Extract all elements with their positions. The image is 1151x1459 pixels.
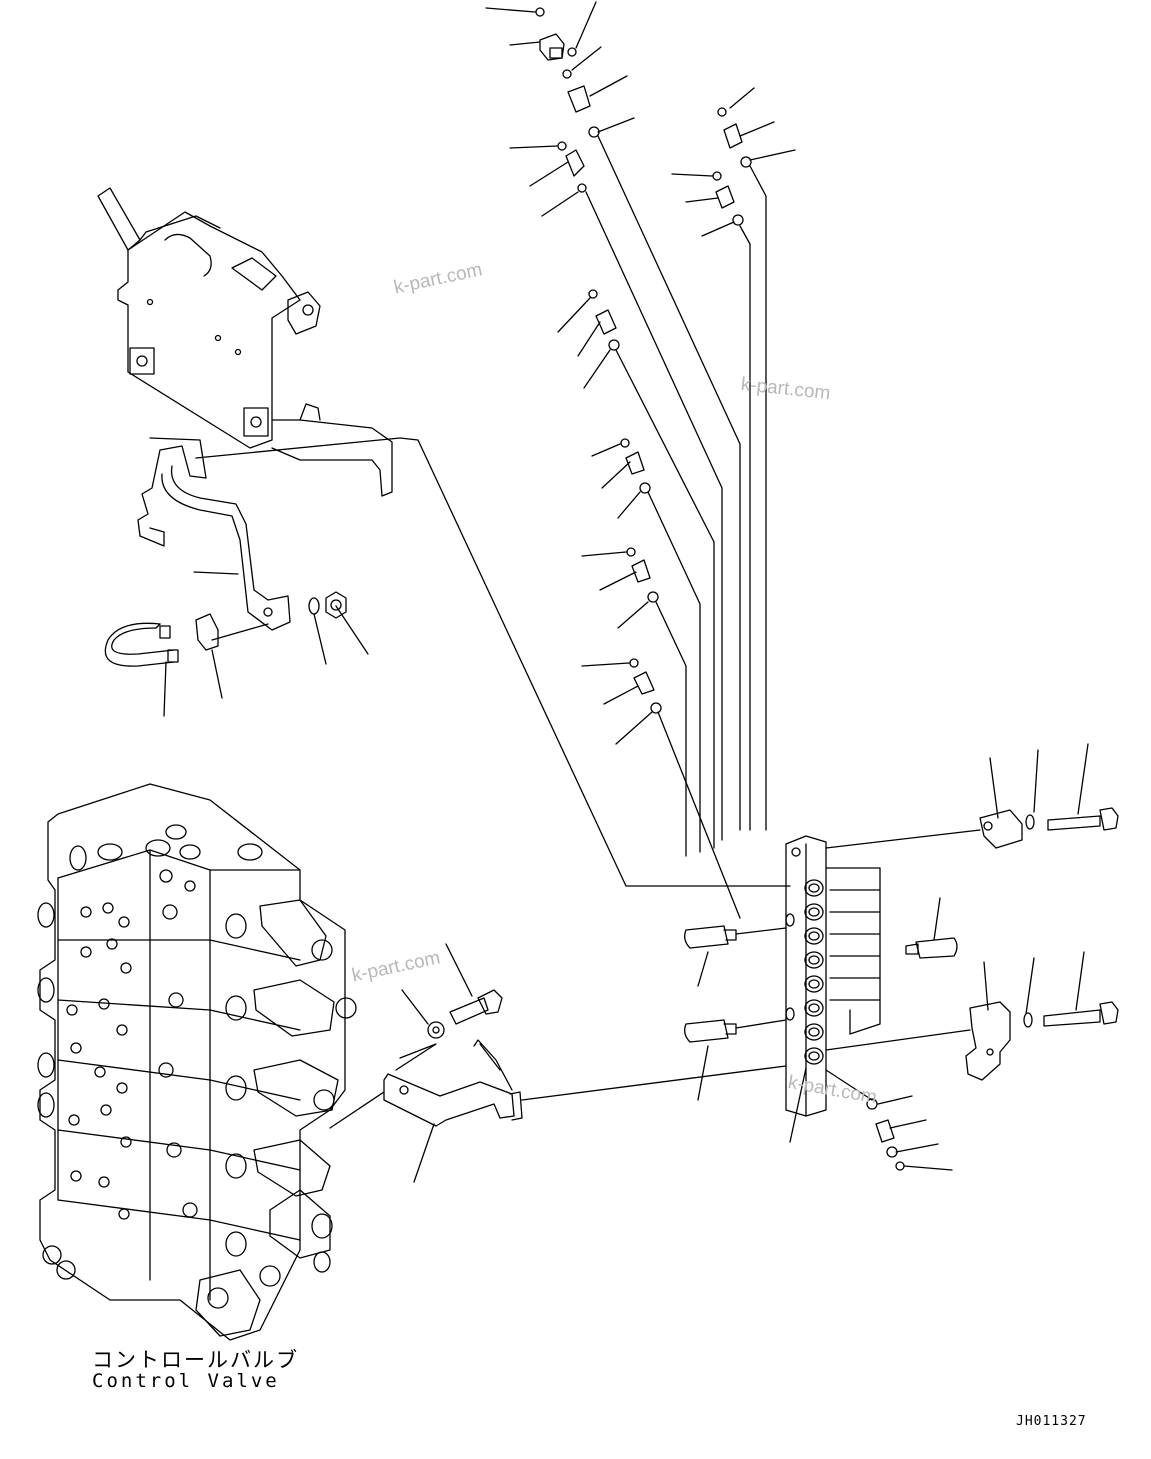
drawing-id: JH011327 [1016, 1414, 1087, 1429]
lever-bracket [137, 437, 791, 887]
manifold-block [785, 835, 881, 1117]
bolt-center [427, 989, 503, 1039]
right-bolt-upper [1047, 807, 1119, 831]
valve-mount-bracket [383, 1039, 787, 1127]
leader-lines [485, 1, 796, 745]
right-bolt-lower [1043, 1001, 1119, 1027]
caption-japanese: コントロールバルブ [92, 1348, 299, 1372]
caption-english: Control Valve [92, 1370, 280, 1392]
pressure-switch-left-lower [684, 1019, 787, 1043]
fitting-group-bottom [866, 1098, 905, 1171]
right-bracket-lower [965, 1001, 1033, 1081]
control-valve [37, 783, 357, 1341]
right-spacer-upper [979, 809, 1035, 849]
u-bolt [104, 622, 179, 667]
pressure-switch-right [905, 937, 958, 959]
clamp [195, 613, 219, 651]
hose-lines [585, 135, 767, 919]
upper-bracket-assembly [97, 187, 393, 497]
fitting-group-top [535, 7, 752, 714]
pressure-switch-left-upper [684, 925, 787, 949]
